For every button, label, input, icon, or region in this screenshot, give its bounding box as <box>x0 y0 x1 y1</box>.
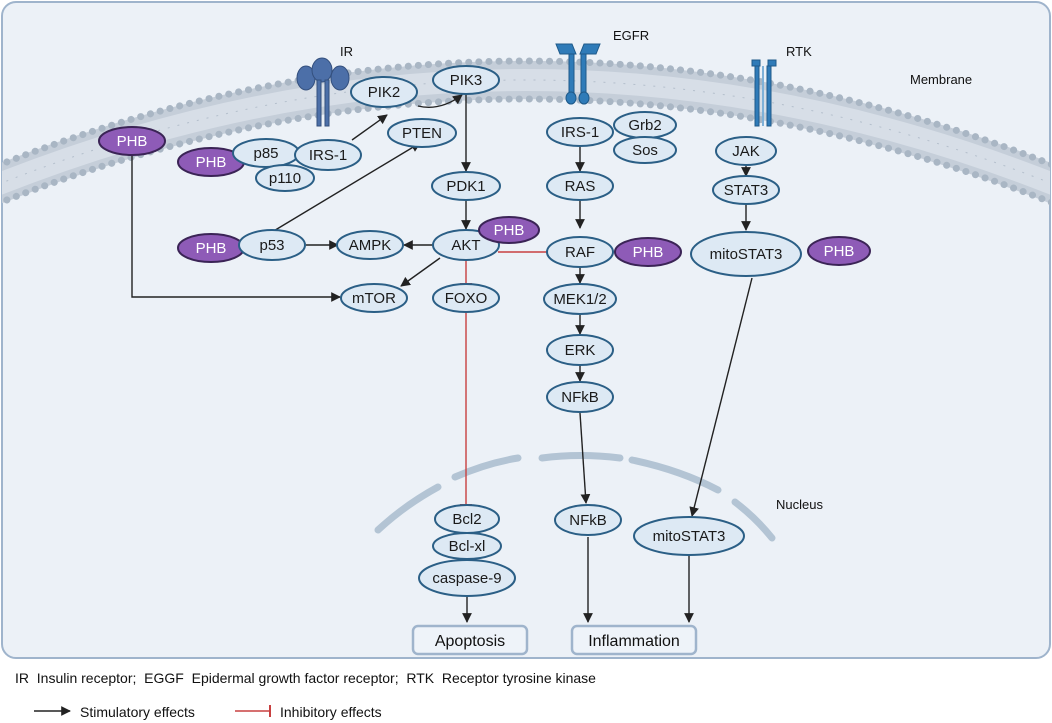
svg-text:RAS: RAS <box>565 178 596 195</box>
membrane-label: Membrane <box>910 72 972 87</box>
svg-text:Grb2: Grb2 <box>628 117 661 134</box>
svg-text:IRS-1: IRS-1 <box>561 124 599 141</box>
svg-text:Apoptosis: Apoptosis <box>435 633 505 650</box>
svg-text:JAK: JAK <box>732 143 760 160</box>
legend-inhibitory-label: Inhibitory effects <box>280 704 382 720</box>
foxo-node: FOXO <box>432 283 500 313</box>
svg-text:MEK1/2: MEK1/2 <box>553 291 606 308</box>
svg-text:p110: p110 <box>269 170 301 187</box>
svg-text:NFkB: NFkB <box>561 389 599 406</box>
svg-text:Bcl2: Bcl2 <box>452 511 481 528</box>
irs1-left-node: IRS-1 <box>294 139 362 171</box>
arrow-pik2-to-pik3 <box>417 94 463 108</box>
ir-label: IR <box>340 44 353 59</box>
pik2-node: PIK2 <box>350 76 418 108</box>
svg-text:PHB: PHB <box>196 154 227 171</box>
jak-node: JAK <box>715 136 777 166</box>
phb-left-node: PHB <box>98 126 166 156</box>
svg-text:IRS-1: IRS-1 <box>309 147 347 164</box>
svg-text:PTEN: PTEN <box>402 125 442 142</box>
svg-text:Bcl-xl: Bcl-xl <box>449 538 486 555</box>
arrow-p53-to-pten <box>271 142 421 233</box>
rtk-receptor-icon <box>751 59 777 127</box>
p110-node: p110 <box>255 164 315 192</box>
svg-text:p85: p85 <box>253 145 278 162</box>
arrow-nfkb-to-nucleus <box>579 412 591 504</box>
apoptosis-box: Apoptosis <box>411 624 529 656</box>
erk-node: ERK <box>546 334 614 366</box>
nuclear-envelope <box>374 452 776 542</box>
p53-node: p53 <box>238 229 306 261</box>
stat3-node: STAT3 <box>712 175 780 205</box>
arrow-irs1-to-pik2 <box>351 114 388 141</box>
svg-text:NFkB: NFkB <box>569 512 607 529</box>
egfr-receptor-icon <box>555 43 601 105</box>
ras-node: RAS <box>546 171 614 201</box>
irs1-egfr-node: IRS-1 <box>546 117 614 147</box>
svg-text:FOXO: FOXO <box>445 290 488 307</box>
legend-stimulatory-label: Stimulatory effects <box>80 704 195 720</box>
svg-text:RAF: RAF <box>565 244 595 261</box>
caspase9-node: caspase-9 <box>418 559 516 597</box>
svg-text:Sos: Sos <box>632 142 658 159</box>
phb-p53-node: PHB <box>177 233 245 263</box>
svg-text:PDK1: PDK1 <box>446 178 485 195</box>
svg-text:mitoSTAT3: mitoSTAT3 <box>710 246 783 263</box>
sos-node: Sos <box>613 136 677 164</box>
stimulatory-arrows <box>131 93 753 623</box>
mitostat3-node: mitoSTAT3 <box>690 231 802 277</box>
phb-akt-node: PHB <box>478 216 540 244</box>
egfr-label: EGFR <box>613 28 649 43</box>
svg-text:ERK: ERK <box>565 342 596 359</box>
cell-background <box>1 1 1051 659</box>
nfkb-node: NFkB <box>546 381 614 413</box>
svg-text:PHB: PHB <box>494 222 525 239</box>
mitostat3-nucleus-node: mitoSTAT3 <box>633 516 745 556</box>
inhibitory-arrows <box>460 246 551 506</box>
rtk-label: RTK <box>786 44 812 59</box>
raf-node: RAF <box>546 236 614 268</box>
arrow-mitostat3-to-nucleus <box>689 277 753 517</box>
abbreviation-caption: IR Insulin receptor; EGGF Epidermal grow… <box>15 670 596 686</box>
grb2-node: Grb2 <box>613 111 677 139</box>
bcl2-node: Bcl2 <box>434 504 500 534</box>
svg-text:PHB: PHB <box>117 133 148 150</box>
bclxl-node: Bcl-xl <box>432 532 502 560</box>
pten-node: PTEN <box>387 118 457 148</box>
svg-text:PHB: PHB <box>824 243 855 260</box>
mtor-node: mTOR <box>340 283 408 313</box>
nfkb-nucleus-node: NFkB <box>554 504 622 536</box>
arrow-phb-to-mtor <box>131 155 341 302</box>
svg-text:caspase-9: caspase-9 <box>432 570 501 587</box>
svg-text:AMPK: AMPK <box>349 237 392 254</box>
ampk-node: AMPK <box>336 230 404 260</box>
svg-text:Inflammation: Inflammation <box>588 633 680 650</box>
mek-node: MEK1/2 <box>543 283 617 315</box>
arrow-akt-to-mtor <box>400 257 441 287</box>
nucleus-label: Nucleus <box>776 497 823 512</box>
svg-text:mitoSTAT3: mitoSTAT3 <box>653 528 726 545</box>
insulin-receptor-icon <box>296 57 350 127</box>
svg-text:PIK2: PIK2 <box>368 84 401 101</box>
phb-stat-node: PHB <box>807 236 871 266</box>
svg-text:STAT3: STAT3 <box>724 182 768 199</box>
p85-node: p85 <box>232 138 300 168</box>
pdk1-node: PDK1 <box>431 171 501 201</box>
akt-node: AKT <box>432 229 500 261</box>
svg-text:p53: p53 <box>259 237 284 254</box>
svg-text:PHB: PHB <box>633 244 664 261</box>
inflammation-box: Inflammation <box>570 624 698 656</box>
phb-p85-node: PHB <box>177 147 245 177</box>
svg-text:mTOR: mTOR <box>352 290 396 307</box>
svg-text:PIK3: PIK3 <box>450 72 483 89</box>
svg-text:PHB: PHB <box>196 240 227 257</box>
pik3-node: PIK3 <box>432 65 500 95</box>
svg-text:AKT: AKT <box>451 237 480 254</box>
phb-raf-node: PHB <box>614 237 682 267</box>
